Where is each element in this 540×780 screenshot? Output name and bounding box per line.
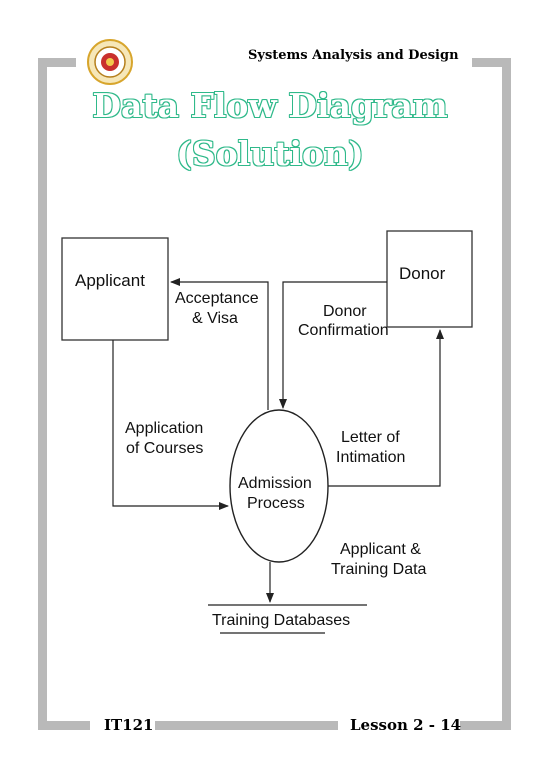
frame-top-left (38, 58, 76, 67)
applicant-label: Applicant (75, 271, 145, 290)
university-seal-icon (87, 39, 133, 85)
frame-bottom-middle (155, 721, 338, 730)
flow-letter-of-intimation (328, 329, 444, 487)
frame-top-right (472, 58, 511, 67)
footer-page-number: Lesson 2 - 14 (350, 716, 462, 734)
slide-title: Data Flow Diagram (92, 86, 448, 125)
frame-bottom-left (38, 721, 90, 730)
frame-right (502, 58, 511, 730)
frame-left (38, 58, 47, 730)
frame-bottom-right (460, 721, 511, 730)
flow-label-letter-line2: Intimation (336, 449, 406, 466)
flow-label-acceptance-line2: & Visa (192, 310, 238, 327)
flow-label-training-data-line1: Applicant & (340, 541, 421, 558)
donor-label: Donor (399, 264, 446, 283)
flow-acceptance-visa (170, 278, 269, 410)
slide-subtitle: (Solution) (176, 134, 364, 173)
footer-course-code: IT121 (104, 716, 154, 734)
flow-label-donor-conf-line1: Donor (323, 303, 367, 320)
applicant-entity-box (61, 237, 169, 341)
flow-application-of-courses (112, 340, 229, 510)
process-label-line1: Admission (238, 475, 312, 492)
donor-entity-box (386, 230, 473, 328)
flow-label-training-data-line2: Training Data (331, 561, 427, 578)
flow-label-application-line2: of Courses (126, 440, 204, 457)
flow-label-letter-line1: Letter of (341, 429, 400, 446)
flow-label-donor-conf-line2: Confirmation (298, 322, 389, 339)
process-label-line2: Process (247, 495, 305, 512)
datastore-label: Training Databases (212, 612, 351, 629)
flow-donor-confirmation (279, 281, 387, 409)
flow-label-application-line1: Application (125, 420, 204, 437)
course-title: Systems Analysis and Design (248, 48, 459, 63)
flow-label-acceptance-line1: Acceptance (175, 290, 259, 307)
